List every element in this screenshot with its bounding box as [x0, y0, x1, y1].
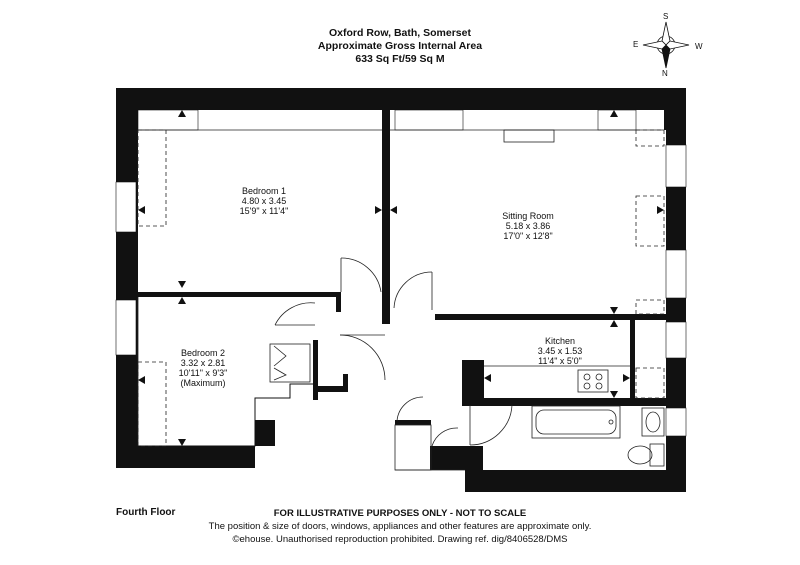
plan-header: Oxford Row, Bath, Somerset Approximate G… — [0, 27, 800, 66]
landing-steps — [394, 424, 465, 471]
room-size-metric: 4.80 x 3.45 — [241, 196, 287, 206]
room-size-imperial: 11'4" x 5'0" — [538, 356, 582, 366]
room-size-imperial: 15'9" x 11'4" — [239, 206, 289, 216]
room-label-bedroom1: Bedroom 1 4.80 x 3.45 15'9" x 11'4" — [214, 186, 314, 216]
disclaimer-title: FOR ILLUSTRATIVE PURPOSES ONLY - NOT TO … — [273, 508, 527, 519]
basin-and-wc-icon — [627, 407, 665, 467]
room-size-metric: 3.32 x 2.81 — [180, 358, 226, 368]
internal-walls — [136, 110, 666, 470]
room-label-bedroom2: Bedroom 2 3.32 x 2.81 10'11" x 9'3" (Max… — [153, 348, 253, 388]
compass-west-letter: W — [695, 42, 703, 51]
property-address: Oxford Row, Bath, Somerset — [329, 27, 471, 39]
outer-walls — [116, 88, 686, 492]
compass-rose-icon — [642, 21, 690, 69]
bedroom2-lower-wall — [138, 383, 313, 447]
room-name: Kitchen — [544, 336, 576, 346]
area-value: 633 Sq Ft/59 Sq M — [355, 53, 445, 65]
doors — [274, 257, 513, 447]
room-size-imperial: 10'11" x 9'3" — [178, 368, 228, 378]
compass-east-letter: E — [633, 40, 639, 49]
room-size-metric: 5.18 x 3.86 — [505, 221, 551, 231]
compass-north-letter: N — [662, 69, 668, 78]
room-label-sitting-room: Sitting Room 5.18 x 3.86 17'0" x 12'8" — [478, 211, 578, 241]
floor-label: Fourth Floor — [116, 507, 176, 518]
compass-south-letter: S — [663, 12, 669, 21]
room-outlines — [137, 129, 664, 446]
disclaimer-text: The position & size of doors, windows, a… — [208, 521, 592, 532]
hob-icon — [577, 369, 609, 393]
room-size-metric: 3.45 x 1.53 — [537, 346, 583, 356]
wardrobe-doors — [269, 343, 311, 383]
room-name: Sitting Room — [502, 211, 554, 221]
dashed-fixtures — [137, 129, 665, 447]
room-size-imperial: 17'0" x 12'8" — [503, 231, 553, 241]
room-label-kitchen: Kitchen 3.45 x 1.53 11'4" x 5'0" — [510, 336, 610, 366]
bath-icon — [531, 405, 621, 439]
room-size-note: (Maximum) — [180, 378, 226, 388]
room-name: Bedroom 1 — [241, 186, 287, 196]
measurement-arrows — [138, 110, 664, 446]
copyright-text: ©ehouse. Unauthorised reproduction prohi… — [232, 534, 568, 545]
area-title: Approximate Gross Internal Area — [317, 40, 483, 52]
room-name: Bedroom 2 — [180, 348, 226, 358]
